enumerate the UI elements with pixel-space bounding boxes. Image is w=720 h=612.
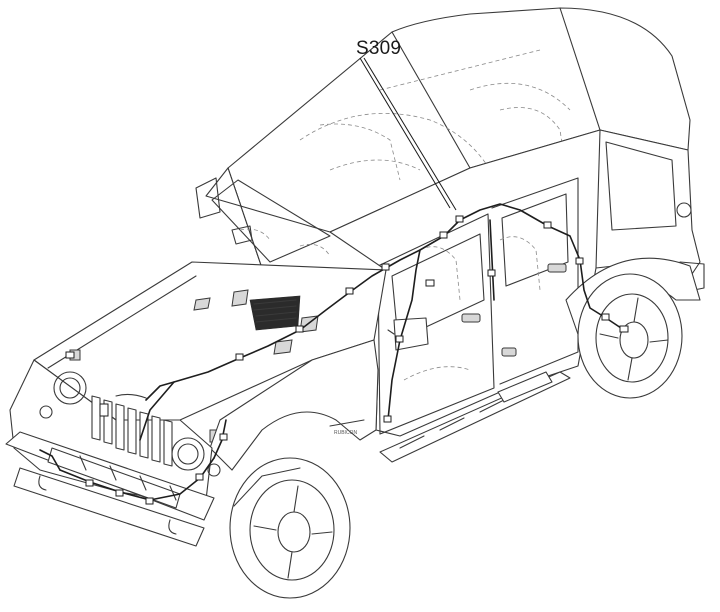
wiring-harness (39, 203, 629, 505)
front-fender: RUBICON (209, 339, 379, 471)
hood (33, 261, 387, 443)
front-wheel (229, 457, 351, 599)
rear-wheel (565, 257, 701, 399)
callout-leader (359, 57, 457, 211)
splice-callout-label: S309 (356, 38, 402, 59)
svg-text:RUBICON: RUBICON (334, 430, 357, 436)
front-grille (5, 359, 221, 547)
